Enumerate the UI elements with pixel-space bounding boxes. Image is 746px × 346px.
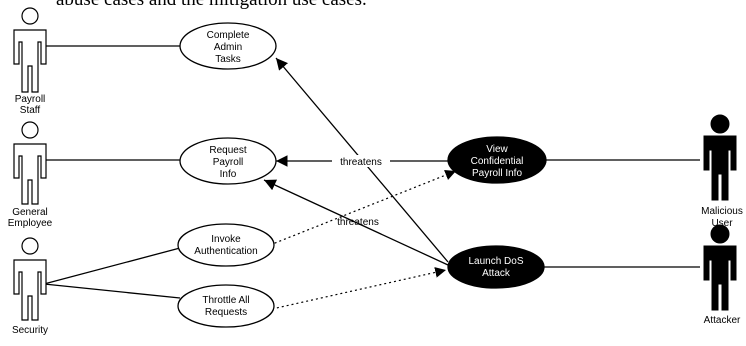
use-case-label: Admin [214,42,242,53]
use-case-label: Tasks [215,54,241,65]
relation-auth-mitigates-view [269,169,457,246]
actor-security: Security [12,237,48,336]
actor-label: User [711,218,733,229]
caption-text: abuse cases and the mitigation use cases… [56,0,367,11]
actor-label: Payroll [15,94,46,105]
threatens-label-bg-1 [332,155,390,167]
misuse-case-view-confidential-payroll-info: View Confidential Payroll Info [447,136,547,184]
misuse-case-label: Payroll Info [472,168,522,179]
actor-label: Attacker [704,315,741,326]
use-case-label: Payroll [213,157,244,168]
stick-figure-icon [13,7,47,93]
actor-label: Security [12,325,48,336]
threatens-label: threatens [340,157,382,168]
misuse-case-launch-dos-attack: Launch DoS Attack [447,245,545,289]
actor-label: Staff [20,105,41,116]
black-figure-icon [703,114,737,201]
association-security-auth [43,247,181,285]
misuse-case-label: Launch DoS [468,256,523,267]
associations [43,45,700,299]
use-case-label: Request [209,145,246,156]
use-case-label: Throttle All [202,295,249,306]
use-case-complete-admin-tasks: Complete Admin Tasks [179,22,277,70]
use-case-throttle-all-requests: Throttle All Requests [177,284,275,328]
use-case-label: Authentication [194,246,257,257]
actor-label: Employee [8,218,53,229]
misuse-case-label: View [486,144,508,155]
actor-payroll-staff: Payroll Staff [13,7,47,116]
association-security-throttle [43,283,181,299]
misuse-case-label: Attack [482,268,511,279]
use-case-request-payroll-info: Request Payroll Info [179,137,277,185]
misuse-case-label: Confidential [471,156,524,167]
use-case-invoke-authentication: Invoke Authentication [177,223,275,267]
black-figure-icon [703,224,737,311]
use-case-label: Requests [205,307,247,318]
actor-malicious-user: Malicious User [701,114,743,229]
threatens-label: threatens [337,217,379,228]
actor-label: Malicious [701,206,743,217]
use-case-label: Complete [207,30,250,41]
actor-attacker: Attacker [703,224,741,326]
actor-label: General [12,207,48,218]
actor-general-employee: General Employee [8,121,53,229]
use-case-label: Invoke [211,234,241,245]
relationships: threatens threatens [263,57,457,310]
relation-throttle-mitigates-dos [271,267,447,310]
stick-figure-icon [13,121,47,205]
relation-dos-threatens-request [263,179,449,266]
use-case-label: Info [220,169,237,180]
stick-figure-icon [13,237,47,321]
